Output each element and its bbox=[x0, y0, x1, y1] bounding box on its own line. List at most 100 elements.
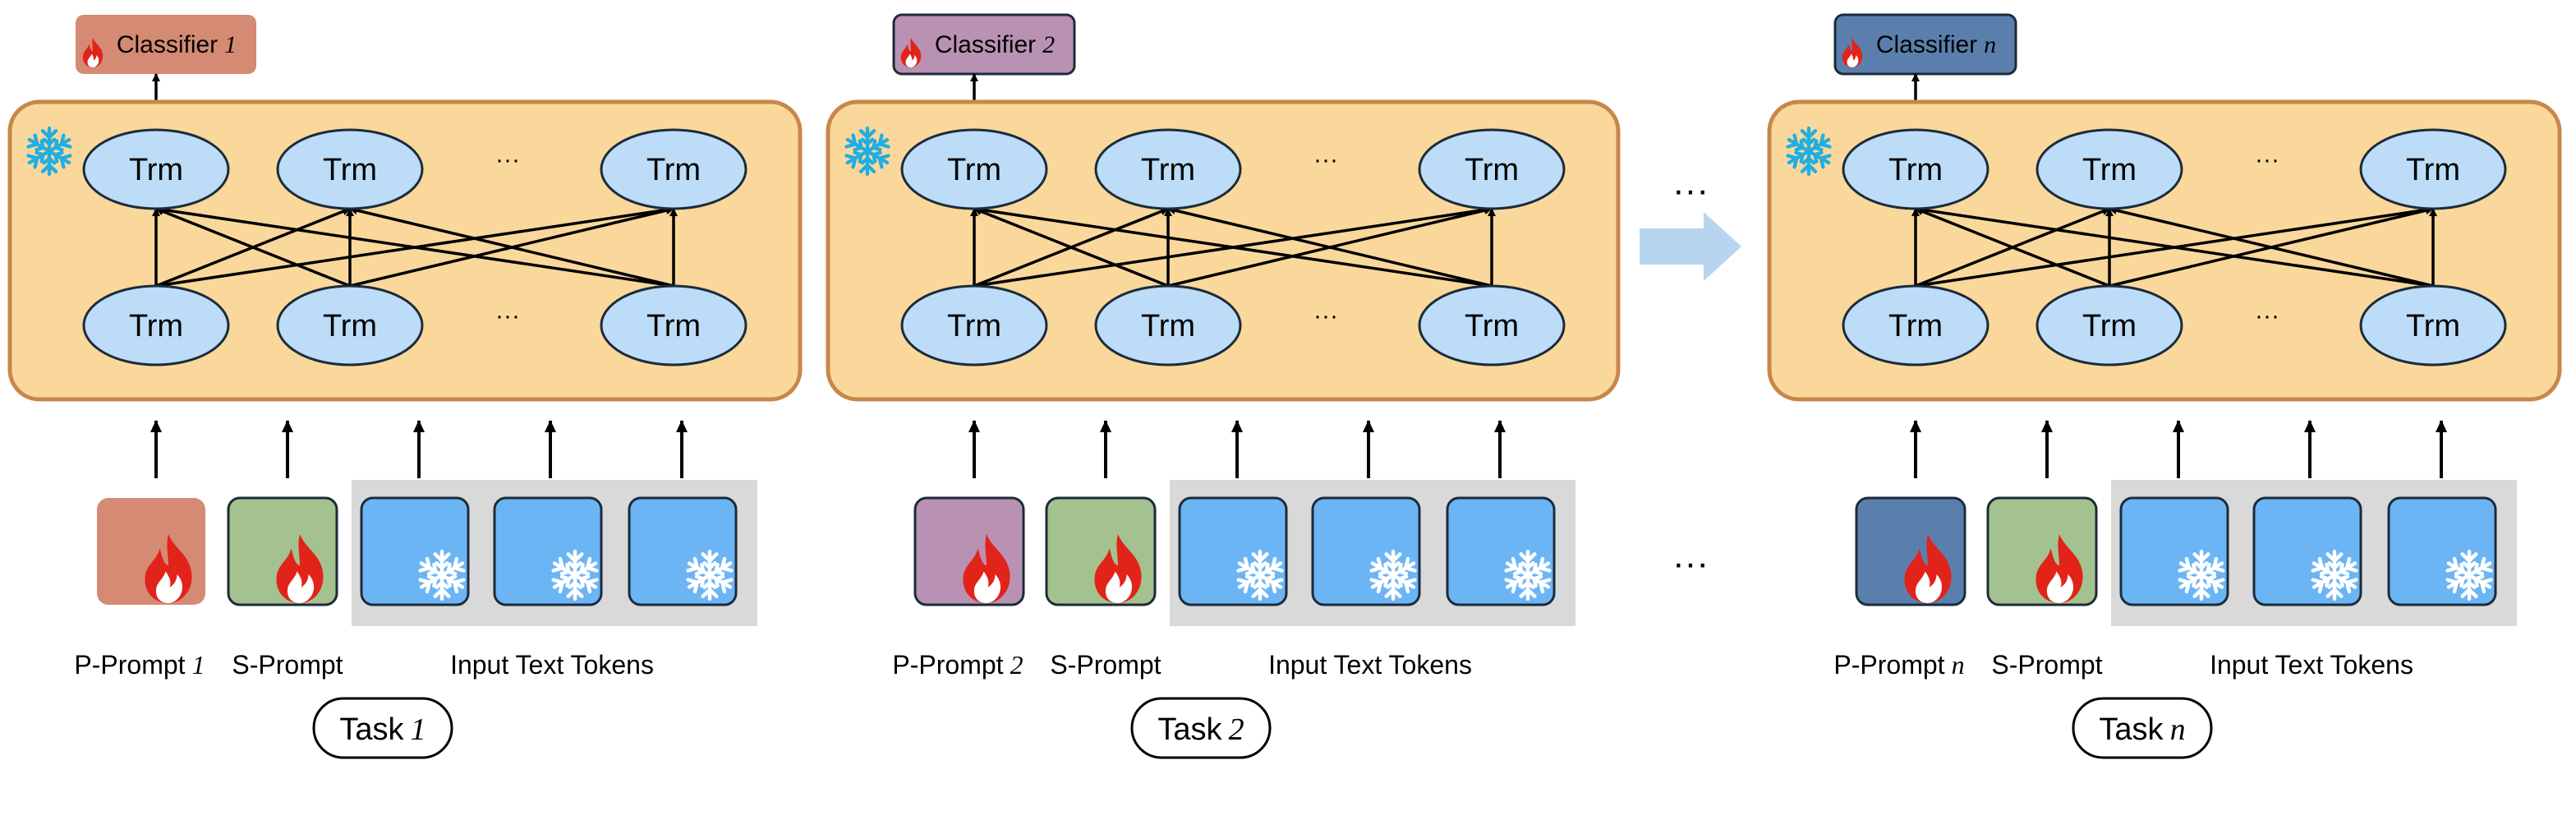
trm-node bbox=[1418, 128, 1566, 210]
task-label-index: 2 bbox=[1229, 712, 1244, 747]
layer-ellipsis: ··· bbox=[2255, 146, 2279, 173]
trm-node bbox=[1094, 284, 1242, 366]
s-prompt-label: S-Prompt bbox=[232, 650, 343, 680]
input-token-box bbox=[2252, 496, 2362, 606]
p-prompt-label-text: P-Prompt bbox=[1833, 650, 1944, 680]
input-token-box bbox=[1178, 496, 1288, 606]
classifier-label-text: Classifier bbox=[117, 31, 218, 58]
classifier-box bbox=[1833, 13, 2017, 76]
input-token-box bbox=[2119, 496, 2229, 606]
trm-label: Trm bbox=[1888, 153, 1943, 187]
trm-node bbox=[2359, 128, 2507, 210]
p-prompt-label-index: 1 bbox=[192, 650, 205, 680]
trm-node bbox=[1842, 128, 1990, 210]
trm-node bbox=[1842, 284, 1990, 366]
classifier-box bbox=[76, 15, 256, 74]
trm-label: Trm bbox=[1465, 309, 1519, 343]
trm-node bbox=[900, 284, 1048, 366]
attention-edge bbox=[1915, 207, 2110, 288]
input-token-box bbox=[360, 496, 470, 606]
trm-node bbox=[900, 128, 1048, 210]
input-token-box bbox=[1446, 496, 1556, 606]
trm-node bbox=[2359, 284, 2507, 366]
trm-label: Trm bbox=[323, 153, 377, 187]
trm-node bbox=[600, 284, 748, 366]
trm-label: Trm bbox=[947, 153, 1001, 187]
trm-label: Trm bbox=[2082, 309, 2137, 343]
trm-node bbox=[2036, 284, 2183, 366]
layer-ellipsis: ··· bbox=[495, 302, 520, 330]
p-prompt-label-text: P-Prompt bbox=[892, 650, 1003, 680]
between-tasks-ellipsis: ··· bbox=[1672, 543, 1709, 583]
attention-edge bbox=[973, 205, 1493, 288]
classifier-label: Classifier n bbox=[1876, 31, 1996, 58]
trm-label: Trm bbox=[1141, 153, 1195, 187]
trm-label: Trm bbox=[2406, 153, 2460, 187]
p-prompt-label-text: P-Prompt bbox=[74, 650, 185, 680]
task-pill bbox=[312, 697, 453, 759]
attention-edge bbox=[155, 207, 351, 288]
attention-edge bbox=[2109, 206, 2434, 288]
trm-label: Trm bbox=[947, 309, 1001, 343]
trm-label: Trm bbox=[1465, 153, 1519, 187]
p-prompt-label-index: 2 bbox=[1010, 650, 1024, 680]
task-pill bbox=[1130, 697, 1272, 759]
s-prompt-label: S-Prompt bbox=[1991, 650, 2102, 680]
input-token-box bbox=[1311, 496, 1421, 606]
trm-label: Trm bbox=[323, 309, 377, 343]
between-tasks-ellipsis: ··· bbox=[1672, 170, 1709, 210]
input-tokens-label: Input Text Tokens bbox=[450, 650, 654, 680]
attention-edge bbox=[1167, 206, 1493, 288]
trm-label: Trm bbox=[2082, 153, 2137, 187]
trm-node bbox=[82, 284, 230, 366]
layer-ellipsis: ··· bbox=[1313, 302, 1338, 330]
trm-label: Trm bbox=[646, 153, 701, 187]
trm-label: Trm bbox=[1141, 309, 1195, 343]
classifier-label-text: Classifier bbox=[935, 31, 1036, 58]
input-token-box bbox=[493, 496, 603, 606]
task-label-text: Task bbox=[2099, 712, 2164, 747]
attention-edge bbox=[1915, 205, 2434, 288]
task-pill bbox=[2072, 697, 2213, 759]
s-prompt-label: S-Prompt bbox=[1050, 650, 1161, 680]
next-task-arrow bbox=[1640, 212, 1741, 281]
trm-label: Trm bbox=[646, 309, 701, 343]
p-prompt-label: P-Prompt n bbox=[1833, 650, 1964, 680]
input-tokens-label: Input Text Tokens bbox=[2210, 650, 2413, 680]
input-token-box bbox=[628, 496, 738, 606]
trm-node bbox=[276, 284, 424, 366]
trm-node bbox=[600, 128, 748, 210]
trm-node bbox=[1094, 128, 1242, 210]
task-label-text: Task bbox=[339, 712, 404, 747]
classifier-box bbox=[892, 13, 1076, 76]
attention-edge bbox=[155, 205, 674, 288]
p-prompt-label-index: n bbox=[1952, 650, 1965, 680]
input-token-box bbox=[2387, 496, 2497, 606]
classifier-label-index: 1 bbox=[224, 31, 237, 58]
task-label-index: 1 bbox=[411, 712, 426, 747]
trm-node bbox=[1418, 284, 1566, 366]
trm-label: Trm bbox=[129, 153, 183, 187]
classifier-label-index: n bbox=[1984, 31, 1996, 58]
input-tokens-label: Input Text Tokens bbox=[1268, 650, 1472, 680]
trm-label: Trm bbox=[2406, 309, 2460, 343]
attention-edge bbox=[973, 207, 1169, 288]
trm-node bbox=[2036, 128, 2183, 210]
layer-ellipsis: ··· bbox=[1313, 146, 1338, 173]
attention-edge bbox=[349, 206, 674, 288]
task-label-text: Task bbox=[1157, 712, 1222, 747]
layer-ellipsis: ··· bbox=[2255, 302, 2279, 330]
trm-label: Trm bbox=[1888, 309, 1943, 343]
classifier-label-text: Classifier bbox=[1876, 31, 1977, 58]
